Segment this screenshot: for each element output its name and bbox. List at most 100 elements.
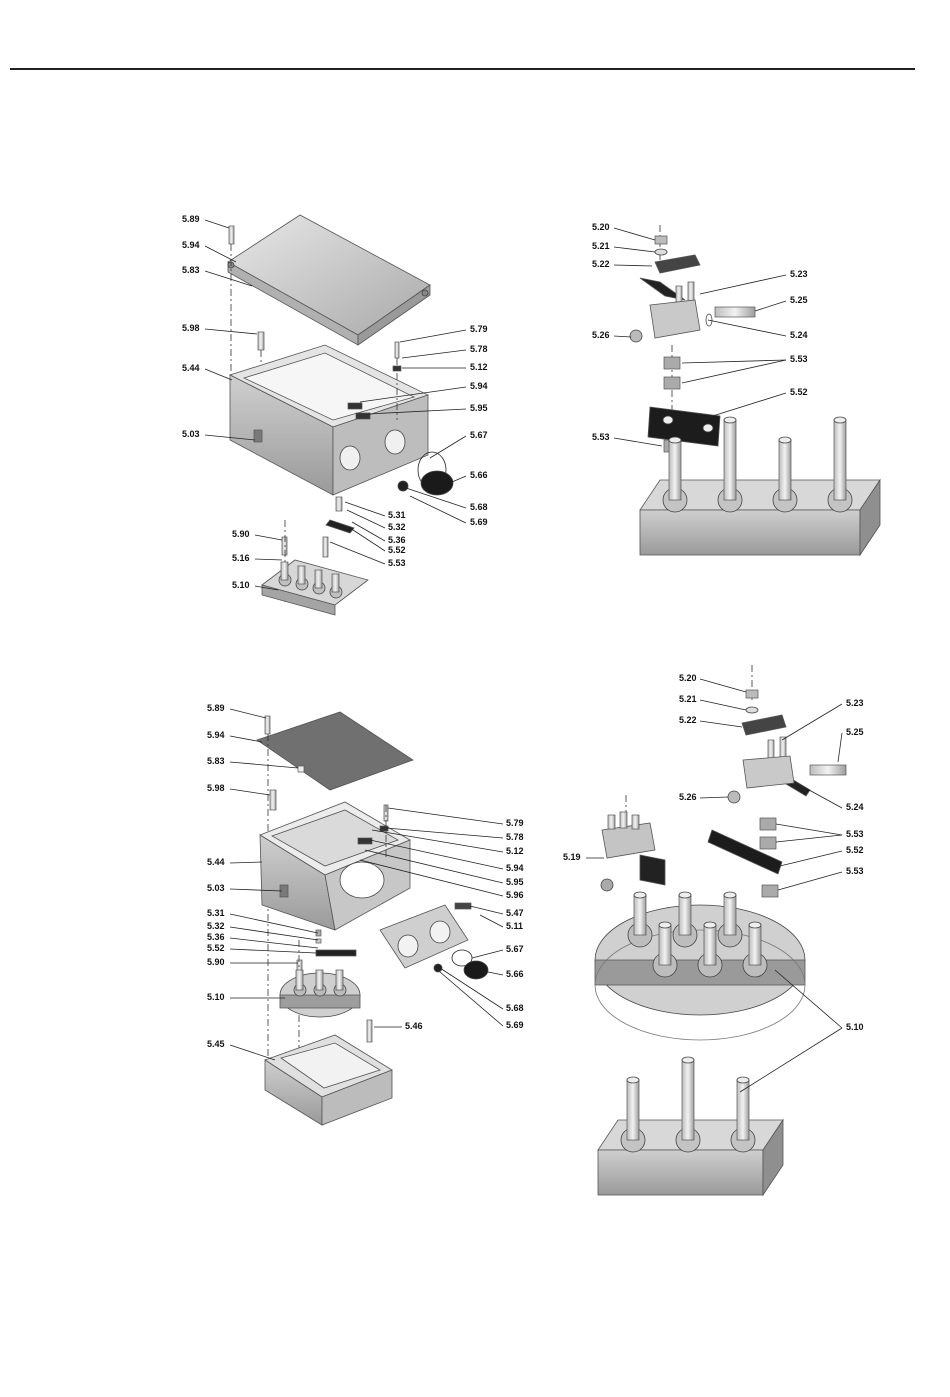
part-label: 5.36: [207, 932, 225, 942]
terminal-bolt: [315, 969, 324, 991]
part-label: 5.25: [790, 295, 808, 305]
leader-line: [613, 335, 632, 338]
hex-nut: [759, 836, 777, 850]
part-label: 5.83: [207, 756, 225, 766]
leader-line: [204, 434, 256, 441]
earth-strip: [357, 837, 373, 845]
leader-line: [346, 509, 386, 529]
terminal-bolt: [295, 969, 304, 991]
terminal-bolt: [736, 1079, 750, 1141]
part-label: 5.69: [470, 517, 488, 527]
leader-line: [487, 971, 504, 976]
part-label: 5.46: [405, 1021, 423, 1031]
washer: [745, 706, 759, 714]
part-label: 5.53: [846, 829, 864, 839]
bolt-top: [658, 921, 672, 929]
terminal-bolt: [297, 565, 306, 585]
part-label: 5.83: [182, 265, 200, 275]
leader-line: [405, 487, 467, 509]
gland-plate: [379, 904, 469, 969]
hex-nut: [663, 356, 681, 370]
earth-clamp: [392, 365, 402, 372]
part-label: 5.68: [470, 502, 488, 512]
hex-nut: [745, 689, 759, 699]
terminal-block-side: [762, 1118, 784, 1197]
part-label: 5.53: [388, 558, 406, 568]
leader-line: [613, 437, 663, 447]
part-label: 5.52: [790, 387, 808, 397]
part-label: 5.16: [232, 553, 250, 563]
leader-line: [359, 859, 504, 897]
gland-hole: [429, 920, 451, 944]
part-label: 5.22: [679, 715, 697, 725]
bolt-top: [748, 921, 762, 929]
earth-terminal: [253, 429, 263, 443]
part-label: 5.79: [470, 324, 488, 334]
leader-line: [699, 699, 747, 711]
cover-screw: [269, 789, 277, 811]
terminal-block-front: [639, 509, 861, 556]
terminal-bolt: [778, 439, 792, 501]
cable-lug: [654, 254, 701, 274]
part-label: 5.44: [207, 857, 225, 867]
link-plate-hole: [702, 423, 714, 433]
terminal-box-housing-inner: [242, 352, 416, 421]
washer: [705, 313, 713, 327]
part-label: 5.19: [563, 852, 581, 862]
leader-line: [451, 475, 467, 483]
leader-line: [613, 227, 656, 241]
leader-line: [204, 328, 258, 335]
leader-line: [699, 796, 729, 799]
bolt-top: [703, 921, 717, 929]
part-label: 5.94: [207, 730, 225, 740]
bolt-top: [778, 436, 792, 444]
part-label: 5.89: [182, 214, 200, 224]
connector-bar: [639, 854, 666, 886]
part-label: 5.10: [232, 580, 250, 590]
leader-line: [699, 392, 787, 421]
leader-line: [775, 834, 843, 843]
part-label: 5.31: [207, 908, 225, 918]
bolt-top: [736, 1076, 750, 1084]
link-bar: [315, 949, 357, 957]
leader-line: [409, 495, 467, 524]
fixing-screw: [281, 536, 288, 556]
part-label: 5.10: [207, 992, 225, 1002]
bolt: [322, 536, 329, 558]
leader-line: [229, 1044, 276, 1061]
earth-strip: [347, 402, 363, 410]
part-label: 5.52: [207, 943, 225, 953]
leader-line: [254, 585, 279, 591]
leader-line: [471, 949, 504, 959]
terminal-bolt: [626, 1079, 640, 1141]
terminal-bolt: [833, 419, 847, 501]
part-label: 5.47: [506, 908, 524, 918]
header-rule: [10, 68, 915, 70]
leader-line: [779, 850, 843, 867]
part-label: 5.31: [388, 510, 406, 520]
terminal-bolt: [658, 924, 672, 966]
leader-line: [371, 829, 504, 853]
leader-line: [229, 735, 263, 743]
leader-line: [229, 788, 271, 796]
leader-line: [229, 937, 319, 949]
bolt-top: [626, 1076, 640, 1084]
nut: [600, 878, 614, 892]
part-label: 5.79: [506, 818, 524, 828]
part-label: 5.25: [846, 727, 864, 737]
cover-screw: [264, 715, 271, 735]
part-label: 5.20: [679, 673, 697, 683]
part-label: 5.24: [846, 802, 864, 812]
terminal-bolt: [633, 894, 647, 936]
part-label: 5.53: [846, 866, 864, 876]
terminal-bolt: [335, 969, 344, 991]
part-label: 5.94: [506, 863, 524, 873]
cover-screw: [257, 331, 265, 351]
leader-line: [439, 967, 504, 1010]
connector-bar: [639, 277, 686, 301]
earth-clamp: [379, 825, 389, 832]
terminal-bolt: [681, 1059, 695, 1141]
part-label: 5.36: [388, 535, 406, 545]
part-label: 5.96: [506, 890, 524, 900]
